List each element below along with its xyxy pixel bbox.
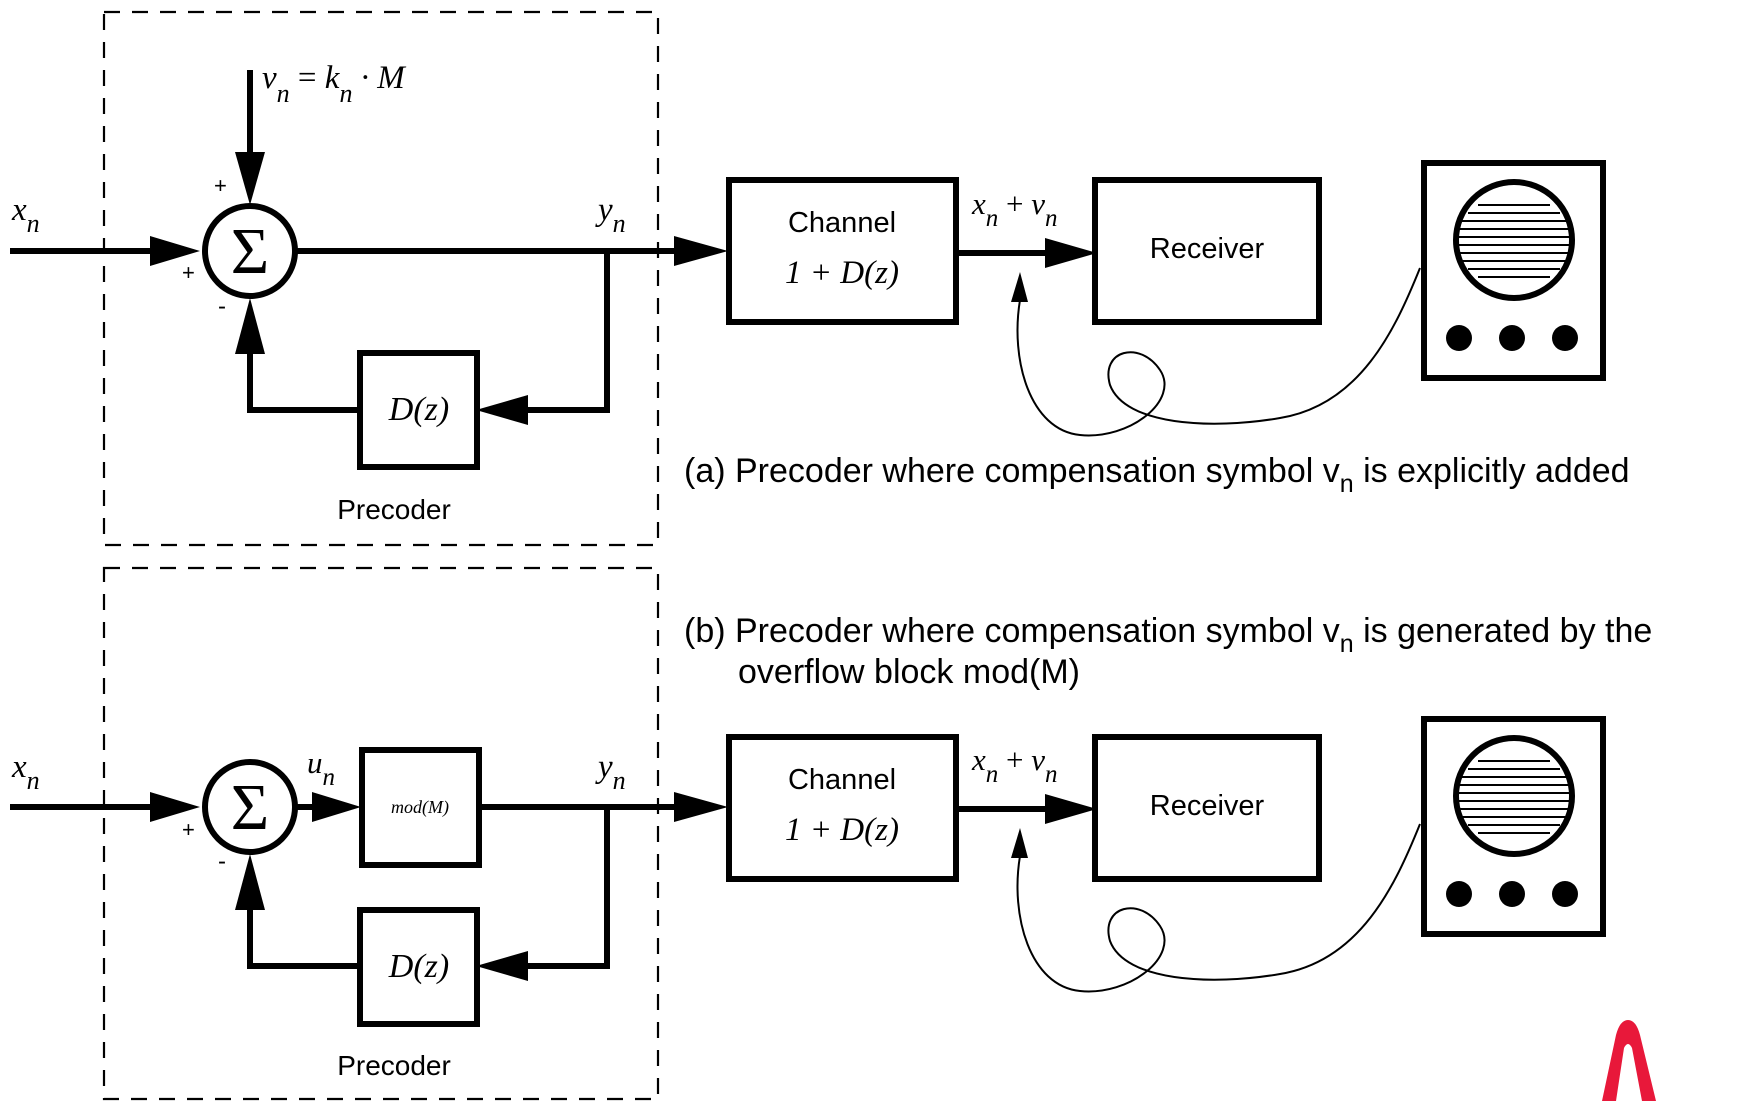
channel-block-b bbox=[726, 734, 959, 882]
terminal-monitor-icon-b bbox=[1421, 716, 1606, 937]
probe-arrow-a bbox=[1011, 272, 1028, 302]
feedback-return-arrow-b bbox=[235, 854, 265, 910]
sum-symbol-a: Σ bbox=[231, 215, 269, 288]
precoder-label-b: Precoder bbox=[337, 1050, 451, 1081]
red-arch-logo-icon bbox=[1602, 1020, 1656, 1101]
input-arrow-b bbox=[150, 792, 200, 822]
feedback-block-label-b: D(z) bbox=[388, 948, 449, 985]
feedback-arrow-b bbox=[476, 951, 528, 981]
receiver-sum-label-a: xn + vn bbox=[971, 186, 1058, 232]
forward-arrow-b bbox=[674, 792, 728, 822]
channel-out-arrow-b bbox=[1045, 794, 1097, 824]
feedback-tap-b bbox=[520, 807, 610, 969]
channel-tf-b: 1 + D(z) bbox=[785, 812, 899, 848]
sign-left-b: + bbox=[182, 817, 195, 842]
feedback-return-arrow-a bbox=[235, 298, 265, 354]
precoder-label-a: Precoder bbox=[337, 494, 451, 525]
comp-input-arrow-a bbox=[235, 152, 265, 205]
caption-b-line1: (b) Precoder where compensation symbol v… bbox=[684, 612, 1652, 658]
sum-symbol-b: Σ bbox=[231, 771, 269, 844]
input-label-a: xn bbox=[11, 192, 40, 238]
output-label-b: yn bbox=[595, 749, 626, 795]
probe-cable-a bbox=[1016, 267, 1421, 437]
channel-title-a: Channel bbox=[788, 207, 896, 239]
mod-block-label-b: mod(M) bbox=[391, 797, 449, 818]
feedback-tap-a bbox=[520, 251, 610, 413]
diagram-a: xn vn = kn · M + + - Σ yn D(z) Precoder … bbox=[10, 10, 1630, 547]
channel-out-arrow-a bbox=[1045, 238, 1097, 268]
terminal-monitor-icon-a bbox=[1421, 160, 1606, 381]
comp-equation-a: vn = kn · M bbox=[262, 60, 406, 108]
feedback-return-b bbox=[247, 908, 360, 969]
receiver-label-a: Receiver bbox=[1150, 233, 1265, 265]
u-label-b: un bbox=[307, 745, 335, 791]
feedback-block-label-a: D(z) bbox=[388, 391, 449, 428]
probe-arrow-b bbox=[1011, 828, 1028, 858]
output-label-a: yn bbox=[595, 192, 626, 238]
sign-bottom-a: - bbox=[218, 293, 226, 320]
sign-bottom-b: - bbox=[218, 848, 226, 875]
channel-title-b: Channel bbox=[788, 764, 896, 796]
forward-arrow-a bbox=[674, 236, 728, 266]
sign-top-a: + bbox=[214, 173, 227, 198]
input-label-b: xn bbox=[11, 749, 40, 795]
receiver-block-a bbox=[1092, 177, 1322, 325]
input-arrow-a bbox=[150, 236, 200, 266]
sign-left-a: + bbox=[182, 260, 195, 285]
receiver-label-b: Receiver bbox=[1150, 790, 1265, 822]
receiver-sum-label-b: xn + vn bbox=[971, 742, 1058, 788]
probe-cable-b bbox=[1016, 823, 1421, 993]
feedback-block-a bbox=[357, 350, 480, 470]
precoder-boundary-a bbox=[102, 10, 660, 547]
precoder-boundary-b bbox=[102, 566, 660, 1101]
channel-tf-a: 1 + D(z) bbox=[785, 255, 899, 291]
caption-b-line2: overflow block mod(M) bbox=[738, 653, 1080, 691]
u-arrow-b bbox=[312, 792, 361, 822]
feedback-block-b bbox=[357, 907, 480, 1027]
feedback-return-a bbox=[247, 352, 360, 413]
receiver-block-b bbox=[1092, 734, 1322, 882]
channel-block-a bbox=[726, 177, 959, 325]
diagram-b: xn + - Σ un mod(M) yn D(z) Precoder Chan… bbox=[10, 566, 1652, 1101]
feedback-arrow-a bbox=[476, 395, 528, 425]
caption-a: (a) Precoder where compensation symbol v… bbox=[684, 452, 1630, 498]
